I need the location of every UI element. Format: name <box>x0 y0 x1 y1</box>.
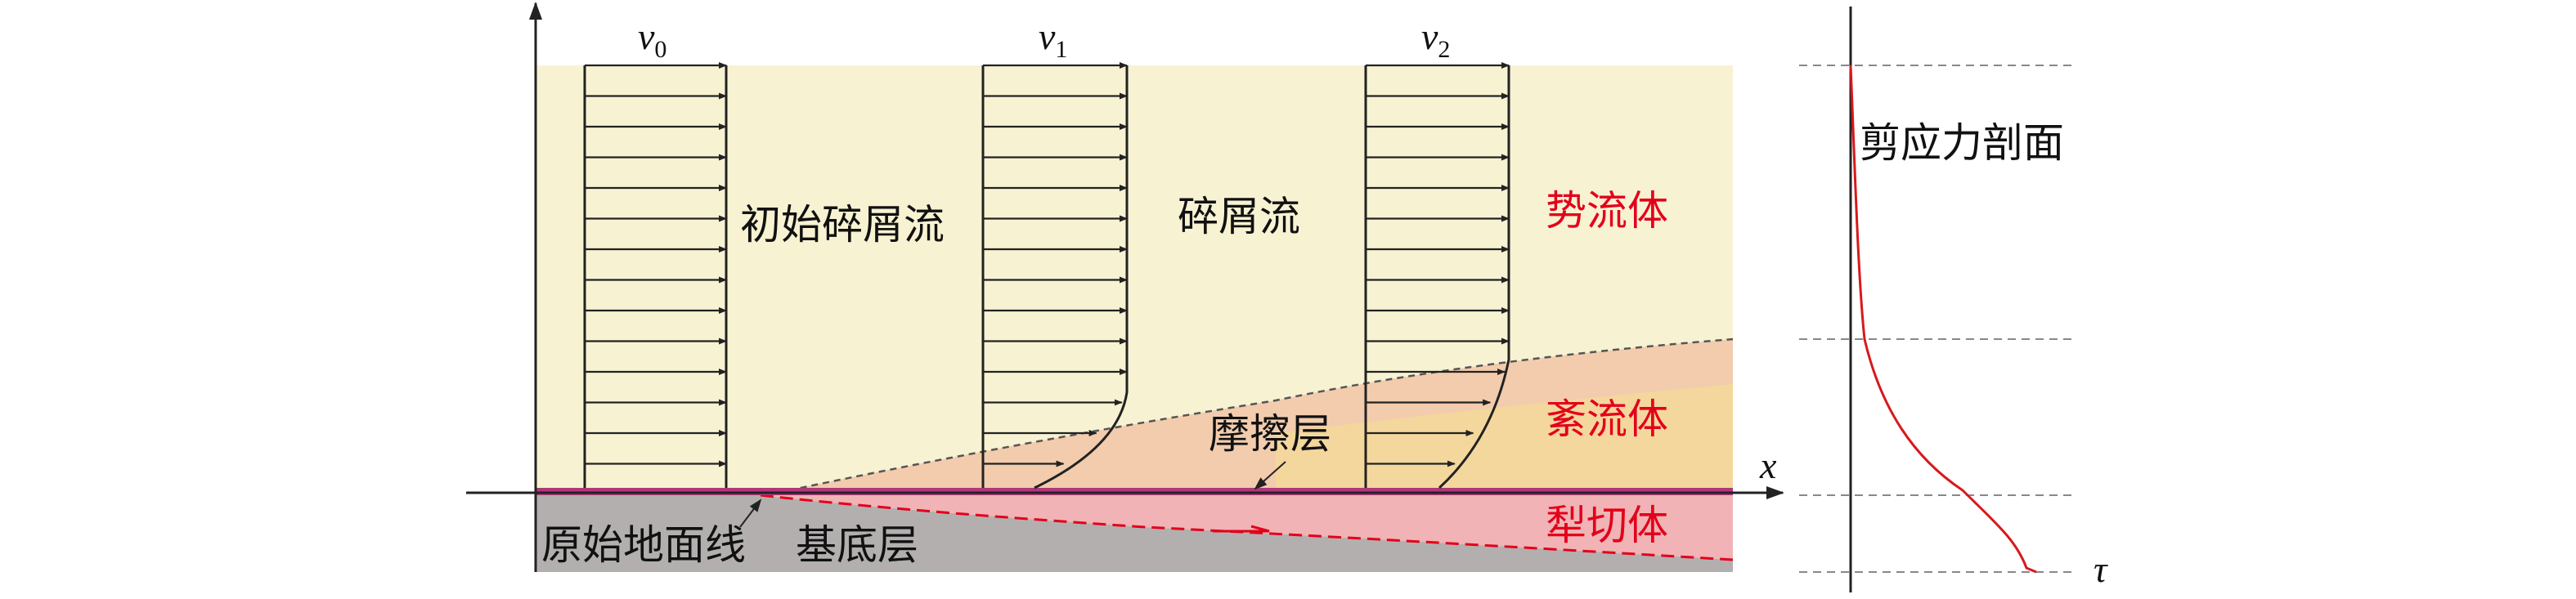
tau-label: τ <box>2094 548 2108 590</box>
potential-flow-body-label: 势流体 <box>1546 187 1668 235</box>
basal-layer-label: 基底层 <box>796 521 918 569</box>
plough-body-label: 犁切体 <box>1546 502 1668 549</box>
profile-1-front <box>1034 65 1129 489</box>
initial-debris-flow-label: 初始碎屑流 <box>740 201 945 248</box>
plough-direction-arrow <box>1213 525 1270 533</box>
ground-line-pointer <box>739 498 762 528</box>
friction-layer-label: 摩擦层 <box>1209 410 1331 458</box>
friction-boundary-line <box>788 337 1734 492</box>
plough-body-region <box>761 495 1733 560</box>
velocity-profiles <box>583 62 1510 489</box>
shear-stress-curve <box>1849 65 2037 574</box>
x-axis-label: x <box>1759 445 1777 486</box>
original-ground-line-label: 原始地面线 <box>541 521 746 569</box>
shear-profile-label: 剪应力剖面 <box>1860 119 2064 167</box>
v0-label: v0 <box>638 16 666 63</box>
debris-flow-label: 碎屑流 <box>1178 193 1300 240</box>
plough-boundary-line <box>760 494 1734 561</box>
v1-label: v1 <box>1039 16 1067 63</box>
basal-layer-region <box>536 495 1733 572</box>
friction-layer-pointer <box>1254 461 1286 490</box>
tight-flow-body-label: 紊流体 <box>1546 396 1668 443</box>
profile-2-front <box>1438 65 1510 489</box>
v2-label: v2 <box>1421 16 1450 63</box>
friction-layer-lower <box>789 400 1276 490</box>
